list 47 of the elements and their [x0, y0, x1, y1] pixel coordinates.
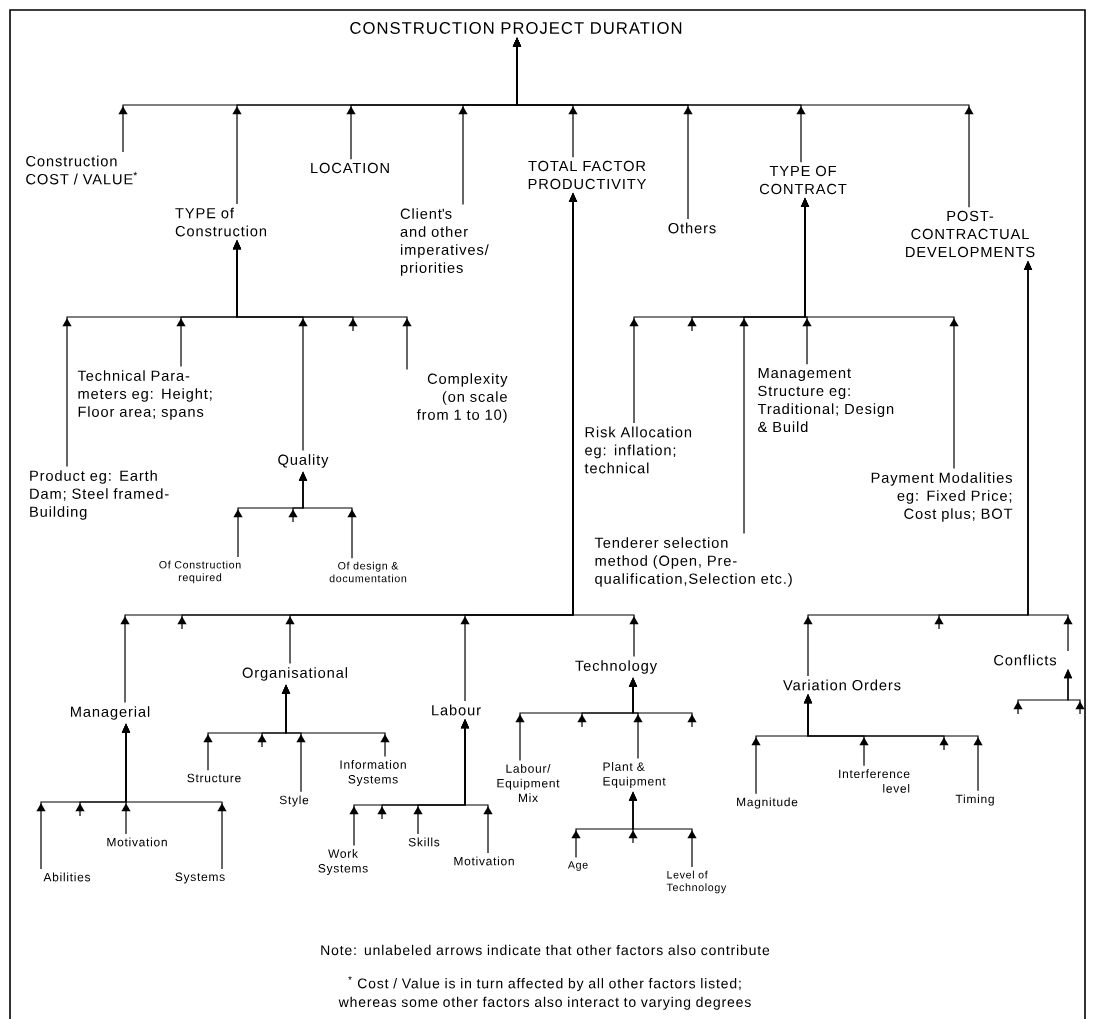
factor-label: Technology [575, 660, 657, 674]
factor-label: Magnitude [737, 797, 798, 809]
factor-label: Product eg: Earth Dam; Steel framed- Building [30, 470, 169, 520]
factor-label: TYPE of Construction [175, 207, 267, 237]
factor-label: Client's and other imperatives/ priorities [400, 208, 489, 276]
note-text: Note: unlabeled arrows indicate that other factors also contribute [321, 944, 770, 956]
factor-label: Interference level [839, 769, 910, 793]
factor-label: Motivation [107, 837, 167, 847]
factor-label: Conflicts [994, 654, 1057, 666]
factor-label: Style [279, 795, 309, 807]
factor-label: POST- CONTRACTUAL DEVELOPMENTS [906, 210, 1035, 258]
factor-label: Variation Orders [783, 679, 901, 691]
factor-label: Tenderer selection method (Open, Pre- qualification,Selection etc.) [594, 537, 792, 587]
arrow [232, 240, 412, 371]
factor-label: Labour [432, 704, 481, 716]
factor-label: Plant & Equipment [603, 762, 666, 788]
arrow [460, 719, 493, 854]
factor-label: Information Systems [340, 760, 406, 786]
factor-label: Of Construction required [159, 560, 241, 584]
factor-label: Work Systems [318, 849, 368, 875]
factor-label: Systems [175, 872, 225, 884]
factor-label: Structure [187, 773, 241, 783]
factor-label: Level of Technology [666, 870, 727, 894]
factor-label: Technical Para- meters eg: Height; Floor area; spans [77, 370, 212, 420]
factor-label: TOTAL FACTOR PRODUCTIVITY [528, 160, 647, 190]
factor-label: Motivation [454, 856, 514, 866]
factor-label: Of design & documentation [329, 561, 407, 583]
factor-label: TYPE OF CONTRACT [759, 165, 847, 195]
factor-label: Risk Allocation eg: inflation; technical [584, 426, 692, 474]
factor-label: Labour/ Equipment Mix [497, 764, 560, 802]
factor-label: Others [668, 222, 716, 234]
factor-label: Organisational [242, 667, 347, 681]
factor-label: Quality [278, 454, 329, 468]
factor-label: Skills [408, 837, 440, 847]
factor-label: Abilities [43, 872, 91, 882]
factor-label: Complexity (on scale from 1 to 10) [416, 373, 508, 423]
title: CONSTRUCTION PROJECT DURATION [350, 22, 682, 34]
factor-label: Management Structure eg: Traditional; Design & Build [757, 367, 894, 433]
footnote-text: $^{*}$ Cost / Value is in turn affected by all other factors listed; whereas some other factors also interact to varying degrees [338, 976, 751, 1010]
arrow [1063, 669, 1085, 715]
factor-label: Managerial [71, 706, 150, 720]
arrow [803, 694, 983, 792]
factor-label: Timing [955, 794, 994, 806]
factor-label: LOCATION [311, 162, 389, 174]
factor-label: Age [567, 861, 588, 871]
factor-label: Payment Modalities eg: Fixed Price; Cost plus; BOT [871, 472, 1013, 522]
factor-label: Construction COST / VALUE$^{*}$ [26, 155, 138, 185]
